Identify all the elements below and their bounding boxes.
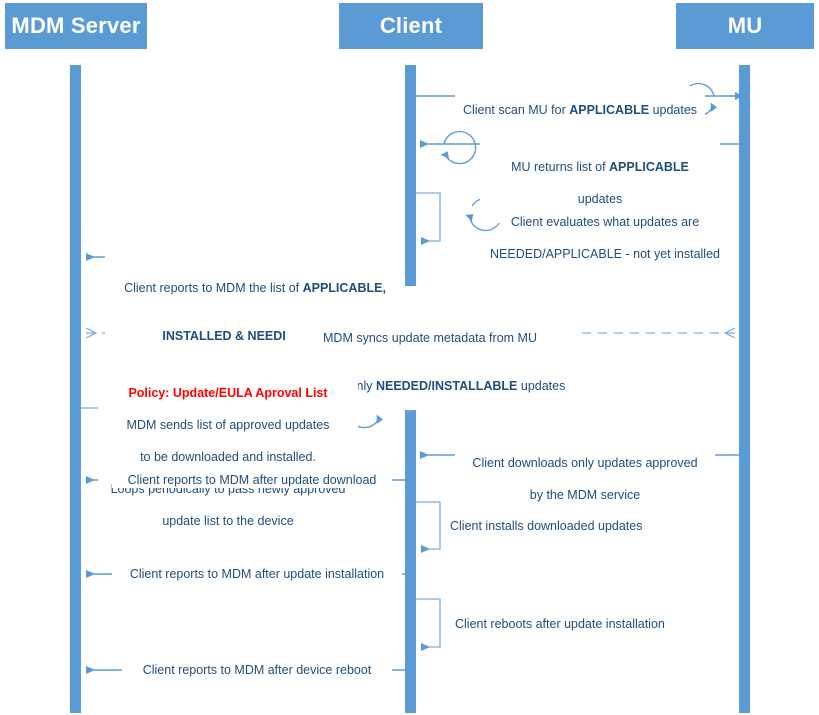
message-label-m3: Client evaluates what updates are NEEDED… bbox=[480, 198, 730, 278]
message-label-m2: MU returns list of APPLICABLE updates bbox=[480, 127, 720, 223]
message-label-m7-line2: by the MDM service bbox=[529, 488, 641, 502]
message-label-m7: Client downloads only updates approved b… bbox=[455, 439, 715, 519]
message-label-m6: Policy: Update/EULA Aproval List MDM sen… bbox=[98, 369, 358, 545]
message-label-m11: Client reboots after update installation bbox=[455, 617, 665, 631]
message-label-m4-line1: Client reports to MDM the list of APPLIC… bbox=[105, 264, 405, 296]
lifeline-mdm-server bbox=[70, 65, 81, 713]
message-label-m6-line4: update list to the device bbox=[162, 514, 294, 528]
message-label-m10: Client reports to MDM after update insta… bbox=[112, 566, 402, 582]
message-label-m1: Client scan MU for APPLICABLE updates bbox=[455, 86, 705, 118]
self-message-m9 bbox=[416, 501, 441, 553]
message-label-m2-line2: updates bbox=[577, 192, 623, 206]
lifeline-client-upper bbox=[405, 65, 416, 286]
message-label-m5-tail: updates bbox=[517, 379, 566, 393]
participant-mu-label: MU bbox=[727, 13, 763, 38]
message-label-m2-line1: MU returns list of APPLICABLE bbox=[480, 143, 720, 175]
participant-mu: MU bbox=[676, 3, 814, 49]
message-label-m7-line1: Client downloads only updates approved bbox=[472, 456, 698, 470]
message-label-m8: Client reports to MDM after update downl… bbox=[112, 472, 392, 488]
message-label-m2-text: MU returns list of bbox=[511, 160, 610, 174]
message-label-m3-line1: Client evaluates what updates are bbox=[510, 215, 700, 229]
message-label-m5: MDM syncs update metadata from MU based … bbox=[285, 314, 575, 410]
participant-client-label: Client bbox=[379, 13, 443, 38]
policy-title-label: Policy: Update/EULA Aproval List bbox=[128, 386, 328, 400]
message-label-m1-bold: APPLICABLE bbox=[569, 103, 650, 117]
loop-indicator-m2 bbox=[440, 130, 477, 165]
message-label-m4-bold-b: INSTALLED & NEEDED bbox=[162, 329, 300, 343]
message-label-m1-tail: updates bbox=[649, 103, 698, 117]
participant-mdm-server: MDM Server bbox=[5, 3, 147, 49]
message-label-m4: Client reports to MDM the list of APPLIC… bbox=[105, 248, 405, 360]
message-label-m3-line2: NEEDED/APPLICABLE - not yet installed bbox=[490, 247, 720, 261]
lifeline-client-lower bbox=[405, 385, 416, 713]
message-label-m2-bold: APPLICABLE bbox=[609, 160, 689, 174]
message-label-m4-bold-a: APPLICABLE, bbox=[302, 281, 386, 295]
message-label-m1-text: Client scan MU for bbox=[462, 103, 570, 117]
message-label-m5-bold: NEEDED/INSTALLABLE bbox=[375, 379, 518, 393]
self-message-m11 bbox=[416, 598, 441, 651]
message-label-m9: Client installs downloaded updates bbox=[450, 519, 643, 533]
participant-mdm-server-label: MDM Server bbox=[11, 13, 141, 38]
message-label-m12: Client reports to MDM after device reboo… bbox=[122, 662, 392, 678]
message-label-m6-line1: MDM sends list of approved updates bbox=[126, 418, 330, 432]
message-label-m6-line2: to be downloaded and installed. bbox=[140, 450, 316, 464]
self-message-m3 bbox=[416, 192, 441, 245]
message-label-m5-line1: MDM syncs update metadata from MU bbox=[323, 331, 537, 345]
participant-client: Client bbox=[339, 3, 483, 49]
message-label-m4-text: Client reports to MDM the list of bbox=[124, 281, 303, 295]
lifeline-mu bbox=[739, 65, 750, 713]
